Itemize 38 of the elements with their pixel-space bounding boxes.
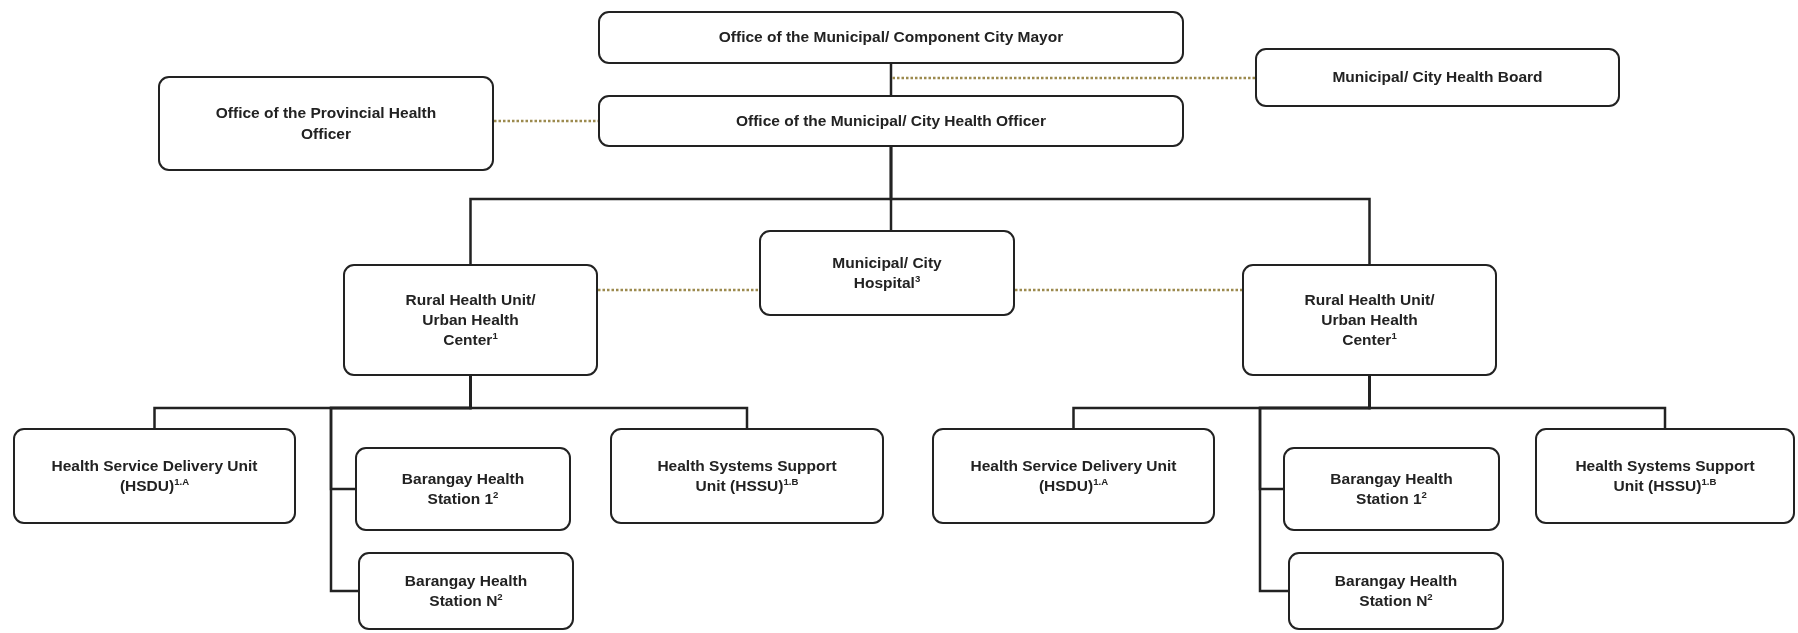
box-label: Health Service Delivery Unit (HSDU)$^{1.A}$ [969,455,1178,497]
org-box [355,447,571,531]
box-label: Health Systems Support Unit (HSSU)$^{1.B}$ [1574,455,1756,497]
org-box [158,76,494,171]
org-box [932,428,1215,524]
org-box [13,428,296,524]
connector-line [889,147,1371,264]
org-box [358,552,574,630]
org-box [1242,264,1497,376]
box-label: Health Systems Support Unit (HSSU)$^{1.B}$ [656,455,838,497]
box-label: Office of the Municipal/ Component City Mayor [718,27,1064,48]
dotted-connector [598,288,759,292]
box-label: Barangay Health Station N$^{2}$ [1333,570,1459,612]
org-box [598,11,1184,64]
org-box [610,428,884,524]
org-box [1288,552,1504,630]
box-label: Office of the Provincial Health Officer [214,103,438,144]
box-label: Office of the Municipal/ City Health Officer [735,110,1046,131]
org-box [343,264,598,376]
org-box [1535,428,1795,524]
box-label: Barangay Health Station N$^{2}$ [403,570,529,612]
dotted-connector [891,76,1255,80]
org-box [598,95,1184,147]
box-label: Municipal/ City Health Board [1332,67,1543,88]
connector-line [1368,376,1667,428]
org-box [759,230,1015,316]
connector-line [469,376,749,428]
box-label: Rural Health Unit/ Urban Health Center$^{1}$ [1303,289,1436,351]
box-label: Health Service Delivery Unit (HSDU)$^{1.A}$ [50,455,259,497]
org-box [1283,447,1500,531]
box-label: Barangay Health Station 1$^{2}$ [1329,468,1454,510]
box-label: Barangay Health Station 1$^{2}$ [400,468,526,510]
org-box [1255,48,1620,107]
dotted-connector [494,119,598,123]
box-label: Municipal/ City Hospital$^{3}$ [831,252,943,294]
dotted-connector [1015,288,1242,292]
connector-line [889,64,893,95]
box-label: Rural Health Unit/ Urban Health Center$^{1}$ [404,289,537,351]
